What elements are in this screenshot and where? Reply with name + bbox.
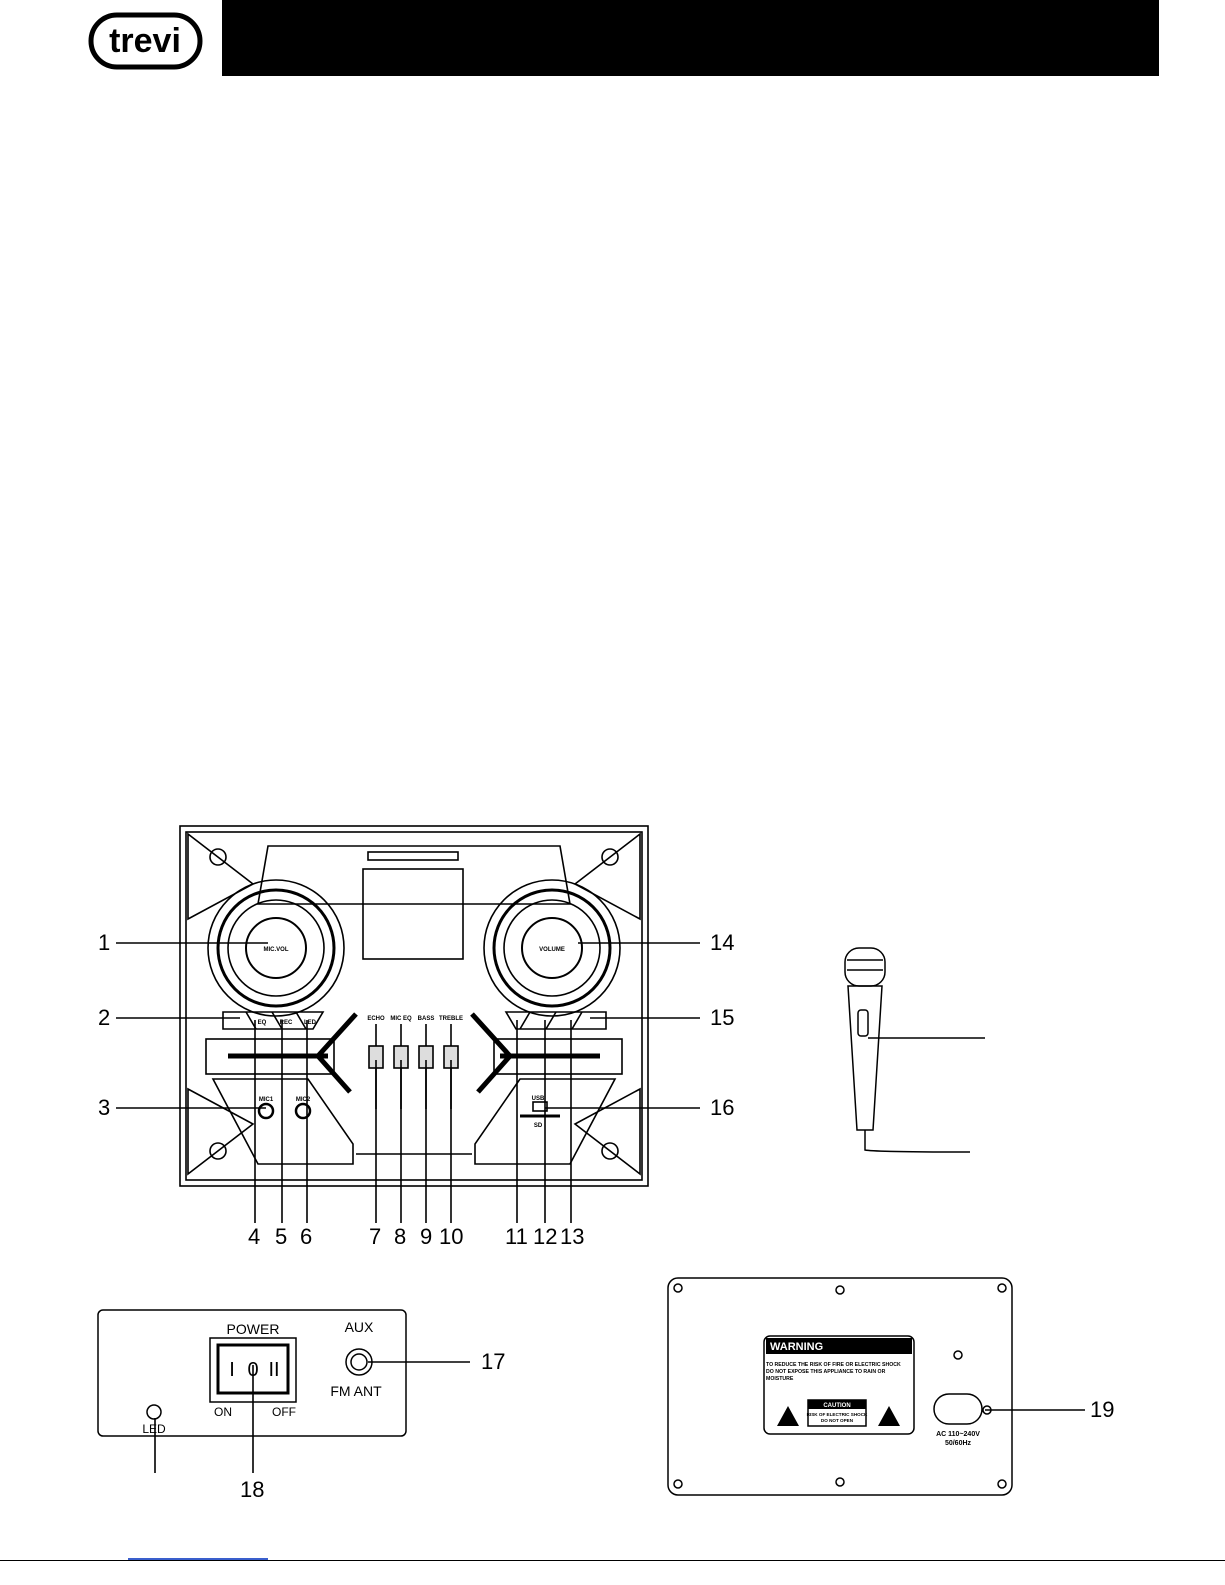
callout-1: 1 (98, 930, 111, 955)
callout-5: 5 (275, 1224, 288, 1249)
treble-label: TREBLE (439, 1016, 463, 1022)
switch-mark-2: II (268, 1359, 279, 1381)
fm-ant-label: FM ANT (330, 1383, 382, 1399)
shock-icon (777, 1406, 799, 1426)
eq-label: EQ (258, 1020, 267, 1026)
warning-title: WARNING (770, 1341, 823, 1353)
knob-left-label: MIC.VOL (264, 947, 289, 953)
callout-14: 14 (710, 930, 735, 955)
callout-7: 7 (369, 1224, 382, 1249)
callout-4: 4 (248, 1224, 261, 1249)
warning-title-bar (766, 1338, 912, 1354)
footer-link-underline (128, 1558, 268, 1560)
bass-label: BASS (418, 1016, 435, 1022)
callout-13: 13 (560, 1224, 585, 1249)
warning-icon (878, 1406, 900, 1426)
ac-frequency-label: 50/60Hz (945, 1440, 972, 1447)
mic1-label: MIC1 (259, 1097, 274, 1103)
callout-2: 2 (98, 1005, 111, 1030)
led-rear-label: LED (142, 1422, 166, 1436)
mic2-label: MIC2 (296, 1097, 311, 1103)
knob-right-label: VOLUME (539, 947, 565, 953)
on-label: ON (214, 1405, 232, 1419)
microphone-drawing (844, 947, 971, 1153)
rear-right-panel: WARNING TO REDUCE THE RISK OF FIRE OR EL… (667, 1277, 1013, 1496)
rear-left-panel: POWER AUX FM ANT ON OFF LED I 0 II (97, 1309, 407, 1437)
front-panel-drawing: MIC.VOL VOLUME EQ REC LED ECHO MIC EQ BA… (179, 825, 649, 1187)
switch-mark-0: 0 (247, 1359, 258, 1381)
caution-title: CAUTION (823, 1403, 850, 1409)
callout-11: 11 (505, 1224, 528, 1249)
warning-line-1: TO REDUCE THE RISK OF FIRE OR ELECTRIC S… (766, 1362, 901, 1368)
caution-line-2: DO NOT OPEN (821, 1418, 854, 1423)
mic-eq-label: MIC EQ (390, 1016, 412, 1022)
callout-6: 6 (300, 1224, 313, 1249)
led-label: LED (304, 1020, 317, 1026)
callout-3: 3 (98, 1095, 111, 1120)
sd-label: SD (534, 1123, 543, 1129)
echo-label: ECHO (367, 1016, 385, 1022)
callout-18: 18 (240, 1477, 265, 1502)
aux-label: AUX (345, 1319, 374, 1335)
rec-label: REC (280, 1020, 293, 1026)
callout-12: 12 (533, 1224, 558, 1249)
callout-8: 8 (394, 1224, 407, 1249)
callout-15: 15 (710, 1005, 735, 1030)
off-label: OFF (272, 1405, 296, 1419)
ac-voltage-label: AC 110~240V (936, 1431, 980, 1438)
callout-16: 16 (710, 1095, 735, 1120)
switch-mark-1: I (229, 1359, 235, 1381)
callout-19: 19 (1090, 1397, 1115, 1422)
warning-line-2: DO NOT EXPOSE THIS APPLIANCE TO RAIN OR (766, 1369, 886, 1375)
header-bar (222, 0, 1159, 76)
logo-text: trevi (109, 22, 181, 60)
callout-10: 10 (439, 1224, 464, 1249)
usb-label: USB (532, 1096, 545, 1102)
power-label: POWER (227, 1321, 280, 1337)
caution-line-1: RISK OF ELECTRIC SHOCK (807, 1412, 868, 1417)
trevi-logo: trevi (88, 12, 203, 70)
callout-17: 17 (481, 1349, 506, 1374)
callout-9: 9 (420, 1224, 433, 1249)
warning-line-3: MOISTURE (766, 1376, 794, 1382)
footer-rule (0, 1560, 1225, 1561)
